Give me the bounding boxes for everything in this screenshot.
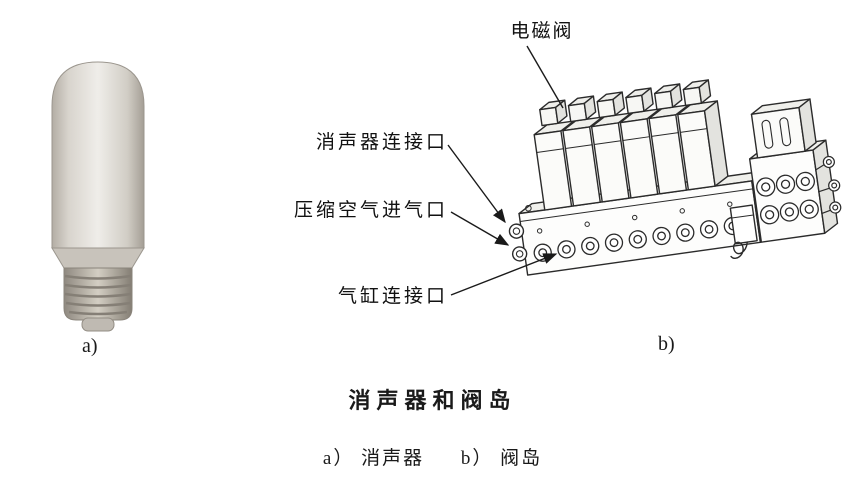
label-cylinder-port: 气缸连接口 <box>337 286 448 307</box>
muffler-thread <box>63 267 133 332</box>
slot-plate <box>750 98 817 159</box>
leader-muffler-port <box>447 144 506 224</box>
label-solenoid-valve: 电磁阀 <box>510 21 574 42</box>
figure-subcaption: a） 消声器 b） 阀岛 <box>0 443 865 470</box>
muffler-body <box>51 61 145 269</box>
valve-island-illustration <box>508 79 842 276</box>
end-block <box>748 98 842 243</box>
end-block-ports <box>756 171 819 225</box>
part-a-label: a) <box>82 335 98 357</box>
label-air-inlet: 压缩空气进气口 <box>293 200 448 221</box>
valve-unit <box>533 99 575 211</box>
junction-box <box>729 204 758 260</box>
valve-unit <box>590 91 632 203</box>
inlet-ports <box>508 223 528 262</box>
valve-unit <box>648 83 690 195</box>
leader-air-inlet <box>450 211 510 246</box>
valve-unit <box>562 95 604 207</box>
leader-solenoid-valve <box>526 45 564 109</box>
valve-unit <box>677 79 729 191</box>
muffler-illustration <box>51 61 145 332</box>
figure-caption: 消声器和阀岛 <box>348 388 517 413</box>
solenoid-valve-row <box>533 79 729 211</box>
subcaption-part-a: a） 消声器 <box>322 448 425 469</box>
label-muffler-port: 消声器连接口 <box>315 132 448 153</box>
leader-cylinder-port <box>450 253 558 296</box>
part-b-label: b) <box>658 333 675 355</box>
side-connectors <box>815 155 842 215</box>
valve-unit <box>619 87 661 199</box>
muffler-tip <box>81 317 115 332</box>
subcaption-part-b: b） 阀岛 <box>460 448 543 469</box>
cable <box>730 241 748 260</box>
